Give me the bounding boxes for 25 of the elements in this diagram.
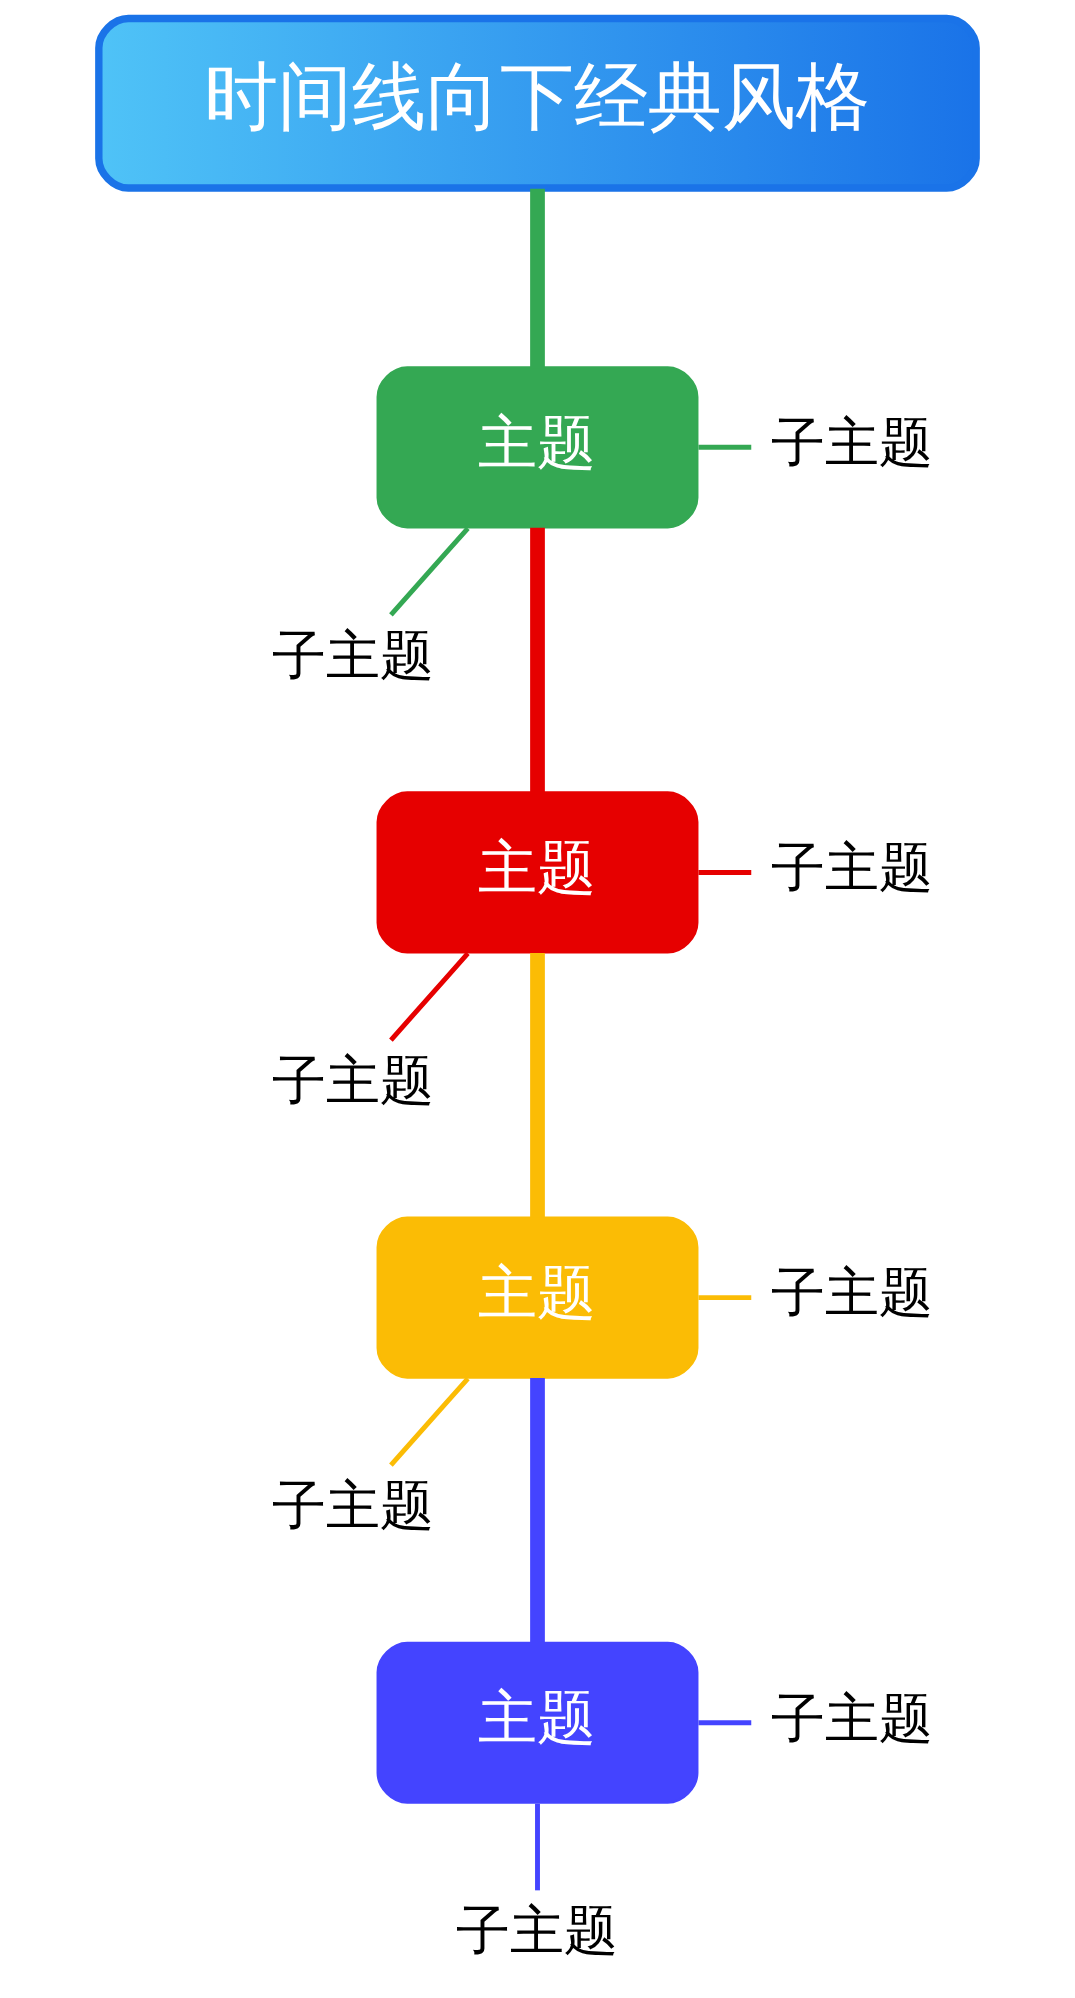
- node-text: 子主题: [771, 411, 934, 475]
- node-text: 子主题: [272, 1473, 435, 1537]
- connector: [535, 1803, 540, 1891]
- connector: [530, 188, 545, 368]
- connector: [389, 951, 470, 1042]
- connector: [698, 1295, 752, 1301]
- node-box: 主题: [376, 366, 699, 529]
- node-box: 时间线向下经典风格: [95, 14, 980, 192]
- node-text: 子主题: [771, 1686, 934, 1750]
- connector: [698, 1720, 752, 1726]
- node-text: 子主题: [272, 1048, 435, 1112]
- connector: [698, 870, 752, 875]
- node-text: 子主题: [771, 1261, 934, 1325]
- connector: [530, 952, 545, 1218]
- connector: [530, 527, 545, 793]
- node-box: 主题: [376, 1641, 699, 1804]
- node-text: 子主题: [771, 836, 934, 900]
- node-box: 主题: [376, 1216, 699, 1379]
- node-box: 主题: [376, 791, 699, 954]
- connector: [389, 526, 470, 617]
- connector: [530, 1378, 545, 1643]
- node-text: 子主题: [272, 623, 435, 687]
- node-text: 子主题: [456, 1899, 619, 1963]
- connector: [389, 1376, 470, 1467]
- connector: [698, 444, 752, 450]
